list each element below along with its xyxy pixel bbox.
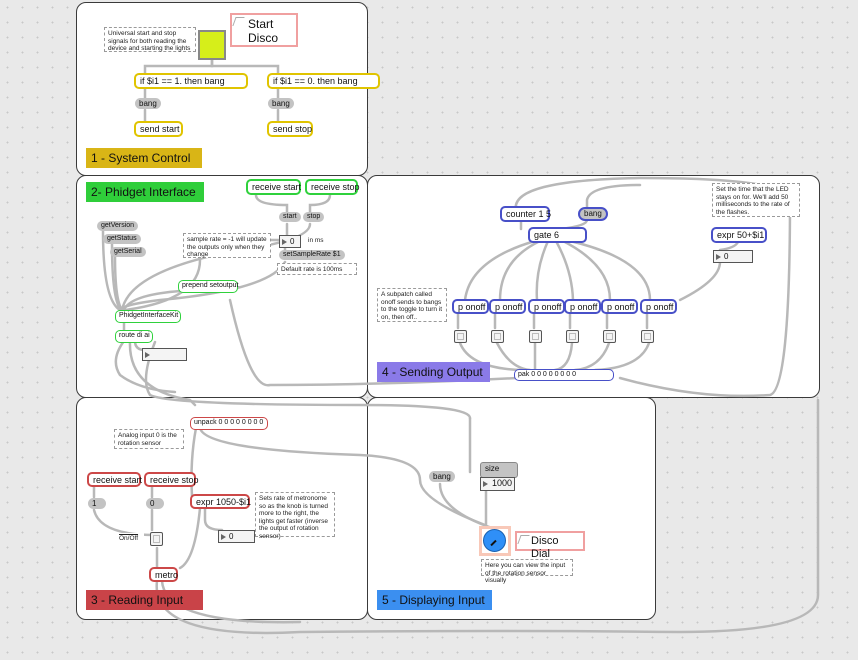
pak-object[interactable]: pak 0 0 0 0 0 0 0 0	[514, 369, 614, 381]
expr-led-object[interactable]: expr 50+$i1	[711, 227, 767, 243]
onoff-subpatch-3[interactable]: p onoff	[528, 299, 565, 314]
led-toggle-5[interactable]	[603, 330, 616, 343]
receive-start-object[interactable]: receive start	[246, 179, 301, 195]
onoff-subpatch-4[interactable]: p onoff	[564, 299, 601, 314]
led-toggle-2[interactable]	[491, 330, 504, 343]
led-toggle-6[interactable]	[641, 330, 654, 343]
send-start-object[interactable]: send start	[134, 121, 183, 137]
onoff-subpatch-1[interactable]: p onoff	[452, 299, 489, 314]
stop-message[interactable]: stop	[303, 212, 325, 222]
output-bang-button[interactable]: bang	[578, 207, 608, 221]
on-message[interactable]: 1	[88, 498, 106, 509]
receive-start-input-object[interactable]: receive start	[87, 472, 142, 487]
led-toggle-1[interactable]	[454, 330, 467, 343]
get-status-message[interactable]: getStatus	[103, 234, 141, 244]
led-expr-number[interactable]: 0	[713, 250, 753, 263]
dial-frame	[479, 526, 511, 556]
size-number[interactable]: 1000	[480, 477, 515, 491]
led-toggle-3[interactable]	[529, 330, 542, 343]
unpack-object[interactable]: unpack 0 0 0 0 0 0 0 0	[190, 417, 268, 430]
panel-displaying-input	[367, 397, 656, 620]
counter-object[interactable]: counter 1 5	[500, 206, 551, 222]
led-toggle-4[interactable]	[566, 330, 579, 343]
phidget-interface-kit-object[interactable]: PhidgetInterfaceKit	[115, 310, 181, 323]
send-stop-object[interactable]: send stop	[267, 121, 313, 137]
in-ms-comment: in ms	[305, 235, 331, 247]
section-label-reading-input: 3 - Reading Input	[86, 590, 203, 610]
subpatch-comment: A subpatch called onoff sends to bangs t…	[377, 288, 447, 322]
route-object[interactable]: route di ai	[115, 330, 153, 343]
metro-object[interactable]: metro	[149, 567, 178, 582]
onoff-subpatch-2[interactable]: p onoff	[489, 299, 526, 314]
metronome-rate-comment: Sets rate of metronome so as the knob is…	[255, 492, 335, 540]
sample-rate-number[interactable]: 0	[279, 235, 301, 248]
if-stop-object[interactable]: if $i1 == 0. then bang	[267, 73, 380, 89]
sample-rate-comment: sample rate = -1 will update the outputs…	[183, 233, 271, 258]
section-label-displaying-input: 5 - Displaying Input	[377, 590, 492, 610]
section-label-phidget-interface: 2- Phidget Interface	[86, 182, 204, 202]
dial-comment: Here you can view the input of the rotat…	[481, 559, 573, 584]
gate-object[interactable]: gate 6	[528, 227, 587, 243]
on-off-comment: On/Off	[116, 533, 144, 544]
bang-button-left[interactable]: bang	[135, 98, 161, 109]
receive-stop-input-object[interactable]: receive stop	[144, 472, 199, 487]
disco-dial-label: Disco Dial	[515, 531, 585, 560]
receive-stop-object[interactable]: receive stop	[305, 179, 360, 195]
set-sample-rate-message[interactable]: setSampleRate $1	[279, 250, 345, 260]
default-rate-comment: Default rate is 100ms	[277, 263, 357, 275]
disco-dial-knob[interactable]	[483, 529, 506, 552]
analog-input-comment: Analog input 0 is the rotation sensor	[114, 429, 184, 449]
route-output-number[interactable]	[142, 348, 187, 361]
if-start-object[interactable]: if $i1 == 1. then bang	[134, 73, 248, 89]
expr-rate-object[interactable]: expr 1050-$i1	[190, 494, 251, 509]
off-message[interactable]: 0	[146, 498, 164, 509]
get-version-message[interactable]: getVersion	[97, 221, 139, 231]
rate-expr-number[interactable]: 0	[218, 530, 255, 543]
start-message[interactable]: start	[279, 212, 301, 222]
section-label-system-control: 1 - System Control	[86, 148, 202, 168]
section-label-sending-output: 4 - Sending Output	[377, 362, 490, 382]
metro-toggle[interactable]	[150, 532, 163, 546]
start-disco-message[interactable]: Start Disco	[230, 13, 298, 47]
onoff-subpatch-6[interactable]: p onoff	[640, 299, 677, 314]
onoff-subpatch-5[interactable]: p onoff	[601, 299, 638, 314]
system-control-comment: Universal start and stop signals for bot…	[104, 27, 196, 52]
bang-button-right[interactable]: bang	[268, 98, 294, 109]
size-message[interactable]: size	[480, 462, 518, 478]
start-button[interactable]	[198, 30, 226, 60]
display-bang-button[interactable]: bang	[429, 471, 455, 482]
led-time-comment: Set the time that the LED stays on for. …	[712, 183, 800, 217]
prepend-object[interactable]: prepend setoutput	[178, 280, 238, 293]
get-serial-message[interactable]: getSerial	[110, 247, 146, 257]
